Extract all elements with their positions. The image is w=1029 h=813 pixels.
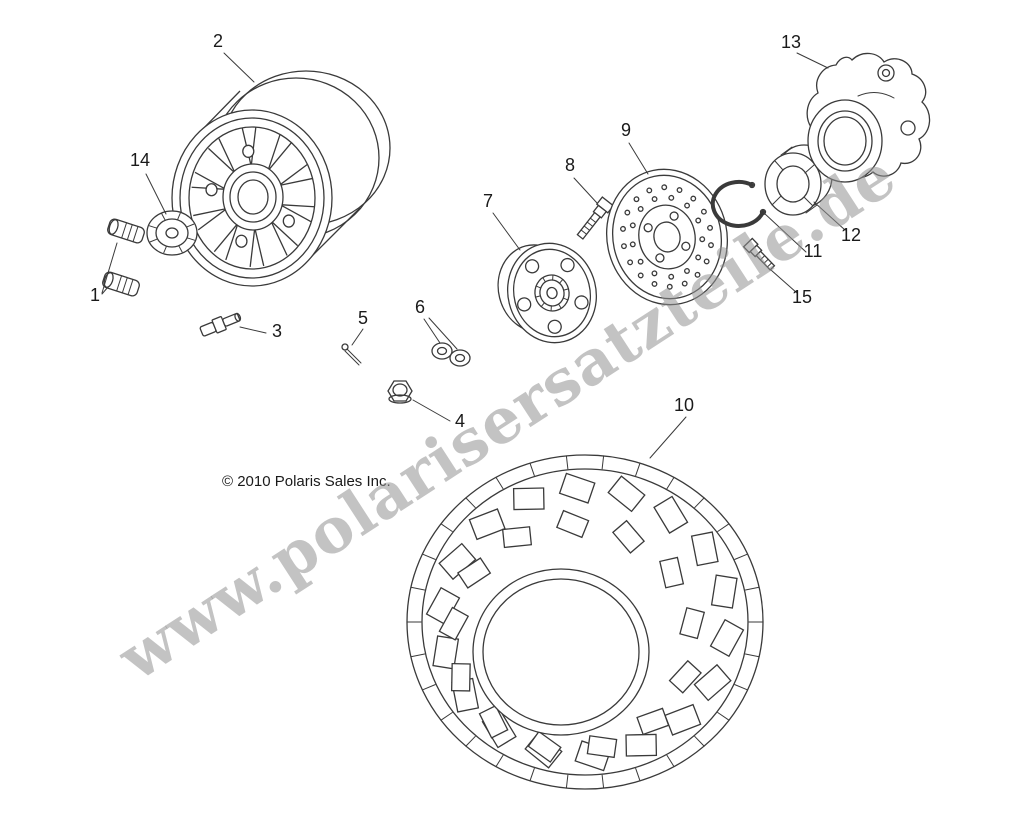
part-label-13: 13 [781, 32, 801, 52]
hub-cap-drawing [146, 210, 198, 256]
lug-nut-drawing [387, 380, 413, 404]
hub-bolt-drawing [576, 196, 615, 240]
leader-line-7 [492, 212, 521, 251]
part-label-7: 7 [483, 191, 493, 211]
leader-line-12 [813, 201, 846, 231]
washers-drawing [431, 342, 471, 367]
hub-cap-ribs [148, 212, 196, 254]
snap-ring-drawing [710, 179, 767, 228]
leader-line-6b [428, 317, 458, 350]
leader-line-1a [101, 242, 118, 294]
knuckle-bolt-drawing [742, 237, 776, 271]
hub-flange-holes [517, 257, 589, 334]
part-label-15: 15 [792, 287, 812, 307]
part-label-11: 11 [804, 241, 823, 261]
part-label-6: 6 [415, 297, 425, 317]
brake-disc-holes [620, 184, 714, 290]
wheel-spokes [191, 126, 315, 268]
brake-disc-drawing [605, 168, 729, 306]
leader-line-3 [239, 326, 267, 334]
leader-line-6a [423, 318, 441, 344]
part-label-9: 9 [621, 120, 631, 140]
leader-lines [101, 52, 846, 459]
cotter-pin-drawing [341, 343, 362, 366]
leader-line-15 [770, 269, 798, 294]
leader-line-5 [351, 328, 364, 346]
copyright-text: © 2010 Polaris Sales Inc. [222, 473, 391, 490]
wheel-rim-drawing [171, 70, 391, 287]
wheel-lug-holes [205, 144, 295, 248]
bearing-drawing [764, 144, 833, 216]
part-label-12: 12 [841, 225, 861, 245]
part-label-5: 5 [358, 308, 368, 328]
steering-knuckle-drawing [806, 52, 931, 183]
leader-line-8 [573, 177, 598, 204]
leader-line-9 [628, 142, 649, 175]
part-labels: 1 2 3 4 5 6 7 8 9 10 11 12 13 14 15 [90, 31, 861, 431]
leader-line-14 [145, 173, 167, 215]
wheel-studs-drawing [102, 218, 145, 297]
leader-line-13 [796, 52, 829, 69]
valve-stem-drawing [199, 312, 242, 337]
leader-line-11 [763, 212, 807, 253]
part-label-10: 10 [674, 395, 694, 415]
wheel-hub-drawing [497, 242, 598, 344]
part-label-2: 2 [213, 31, 223, 51]
leader-line-4 [412, 399, 451, 422]
leader-line-10 [649, 416, 687, 459]
leader-line-2 [223, 52, 255, 83]
part-label-14: 14 [130, 150, 150, 170]
part-label-8: 8 [565, 155, 575, 175]
part-label-1: 1 [90, 285, 100, 305]
part-label-3: 3 [272, 321, 282, 341]
tire-tread-blocks [406, 455, 764, 789]
tire-drawing [406, 454, 764, 790]
part-label-4: 4 [455, 411, 465, 431]
leader-line-1b [101, 286, 109, 295]
